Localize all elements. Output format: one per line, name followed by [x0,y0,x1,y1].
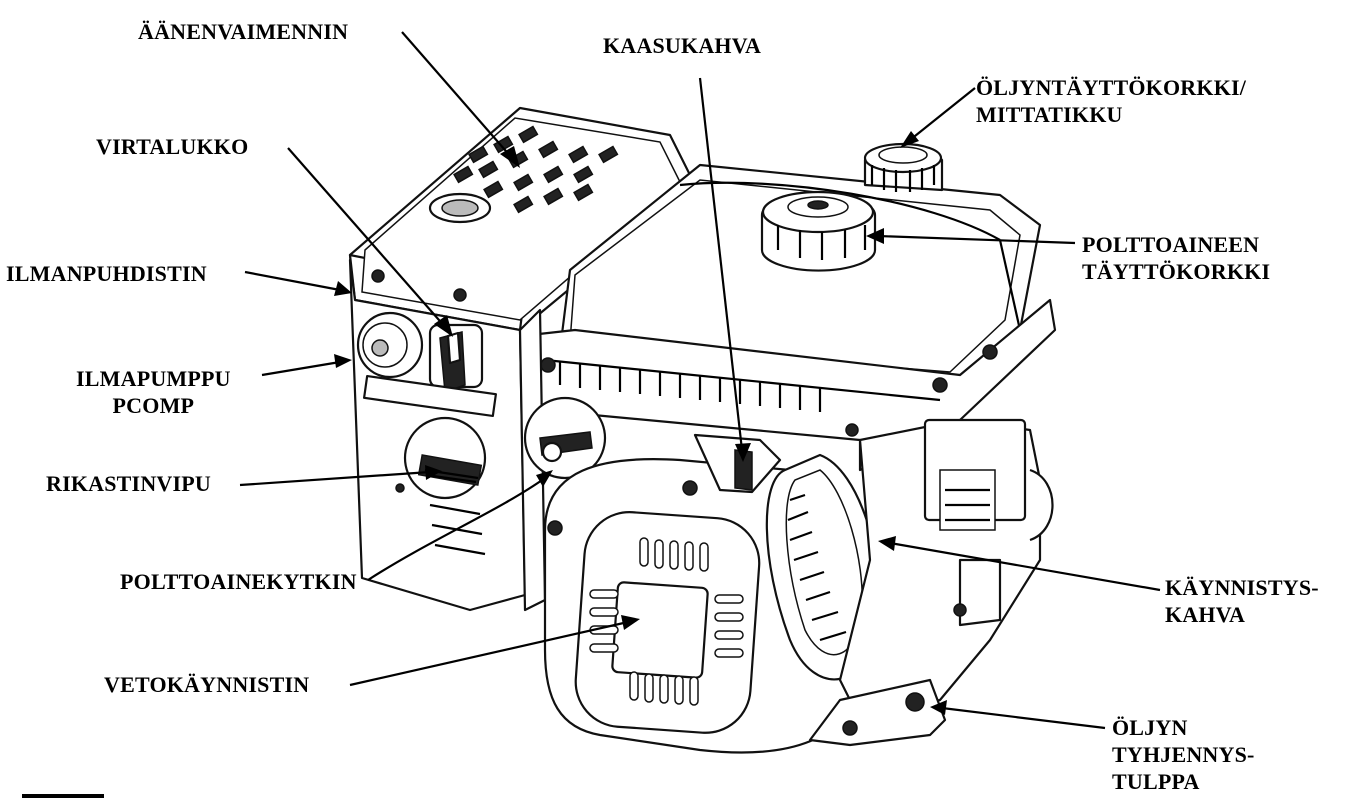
muffler-cover [348,106,697,332]
air-cleaner-panel [348,258,547,612]
fuel-valve-body [523,396,607,480]
label-fuel-cap-line2: TÄYTTÖKORKKI [1082,259,1271,284]
oil-fill-cap [863,142,944,192]
label-ignition: VIRTALUKKO [96,134,249,159]
label-oil-fill: ÖLJYNTÄYTTÖKORKKI/ MITTATIKKU [976,74,1246,128]
label-starter-handle: KÄYNNISTYS- KAHVA [1165,574,1319,628]
label-oil-fill-line2: MITTATIKKU [976,102,1123,127]
label-fuel-cap-line1: POLTTOAINEEN [1082,232,1260,257]
label-oil-drain: ÖLJYN TYHJENNYS- TULPPA [1112,714,1255,795]
label-throttle: KAASUKAHVA [603,33,762,58]
label-air-cleaner: ILMANPUHDISTIN [6,261,207,286]
label-starter-handle-line2: KAHVA [1165,602,1246,627]
label-primer-line1: ILMAPUMPPU [76,366,231,391]
label-choke: RIKASTINVIPU [46,471,211,496]
label-oil-fill-line1: ÖLJYNTÄYTTÖKORKKI/ [976,75,1247,100]
recoil-vents [589,537,744,706]
label-oil-drain-line3: TULPPA [1112,769,1200,794]
label-primer: ILMAPUMPPU PCOMP [76,365,231,419]
label-muffler: ÄÄNENVAIMENNIN [138,19,349,44]
starter-handle [765,453,882,681]
right-block [838,418,1054,722]
throttle-lever [693,433,782,494]
label-oil-drain-line2: TYHJENNYS- [1112,742,1255,767]
label-fuel-valve: POLTTOAINEKYTKIN [120,569,357,594]
label-recoil-starter: VETOKÄYNNISTIN [104,672,310,697]
label-primer-line2: PCOMP [112,393,195,418]
fuel-fill-cap [760,190,877,272]
label-starter-handle-line1: KÄYNNISTYS- [1165,575,1319,600]
fuel-tank [558,163,1042,387]
muffler-vents [453,125,619,214]
leader-lines [239,31,1161,730]
engine-base [808,678,947,747]
label-oil-drain-line1: ÖLJYN [1112,715,1188,740]
label-fuel-cap: POLTTOAINEEN TÄYTTÖKORKKI [1082,231,1270,285]
